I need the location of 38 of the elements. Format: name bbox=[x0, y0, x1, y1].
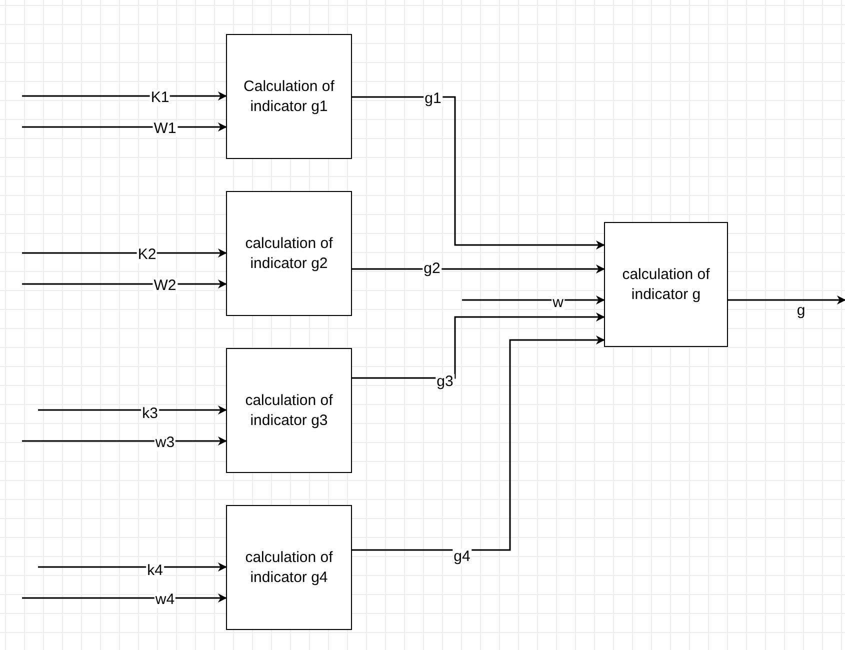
box-label: calculation of indicator g4 bbox=[244, 548, 334, 588]
arrow bbox=[38, 406, 227, 414]
arrow bbox=[728, 296, 845, 304]
edge-label: k4 bbox=[146, 563, 164, 579]
arrow bbox=[352, 336, 605, 551]
arrow bbox=[38, 562, 227, 572]
edge-label: g bbox=[796, 303, 806, 319]
edge-label: w bbox=[552, 295, 564, 311]
edge-label: W2 bbox=[152, 278, 178, 294]
process-box bbox=[226, 191, 352, 316]
arrow bbox=[22, 280, 227, 288]
edge-label: g3 bbox=[436, 374, 454, 390]
edge-label: K2 bbox=[136, 247, 158, 263]
arrow bbox=[22, 122, 227, 132]
arrow bbox=[462, 296, 605, 304]
box-label: Calculation of indicator g1 bbox=[242, 76, 336, 116]
arrow bbox=[22, 92, 227, 100]
process-box bbox=[226, 34, 352, 159]
arrow bbox=[352, 264, 605, 274]
process-box bbox=[604, 222, 728, 347]
edge-label: K1 bbox=[150, 90, 170, 106]
edge-label: k3 bbox=[141, 406, 159, 422]
edge-label: w4 bbox=[154, 592, 176, 608]
edge-label: g2 bbox=[422, 261, 442, 277]
process-box bbox=[226, 348, 352, 473]
box-label: calculation of indicator g bbox=[621, 264, 711, 304]
arrow bbox=[352, 312, 605, 379]
box-label: calculation of indicator g2 bbox=[244, 234, 334, 274]
arrow bbox=[22, 248, 227, 258]
box-label: calculation of indicator g3 bbox=[244, 390, 334, 430]
process-box bbox=[226, 505, 352, 630]
arrow bbox=[352, 96, 605, 250]
arrow bbox=[22, 436, 227, 446]
edge-label: w3 bbox=[154, 435, 176, 451]
arrow bbox=[22, 594, 227, 602]
edge-label: g1 bbox=[424, 91, 442, 107]
edge-label: g4 bbox=[452, 549, 472, 565]
edge-label: W1 bbox=[152, 121, 178, 137]
